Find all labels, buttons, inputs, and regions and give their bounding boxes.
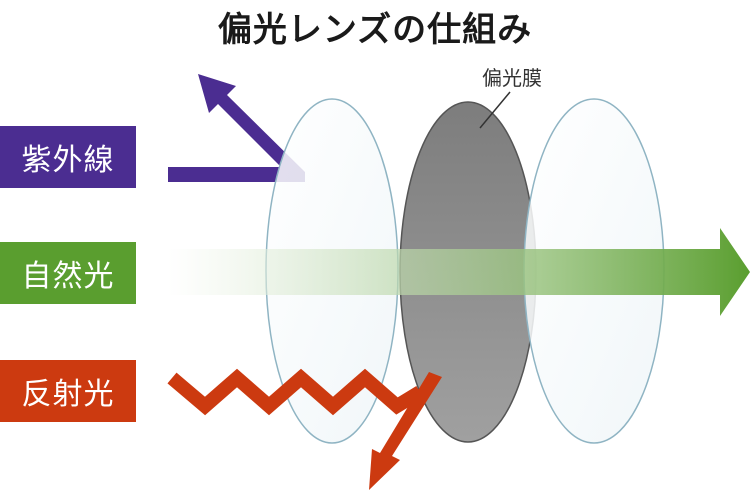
reflected-light-arrow: [369, 372, 442, 490]
membrane-leader-line: [479, 91, 511, 129]
uv-reflection-arrow: [168, 74, 305, 182]
natural-light-arrow: [168, 228, 750, 316]
natural-light-label: 自然光: [0, 242, 136, 304]
page-title: 偏光レンズの仕組み: [217, 10, 533, 50]
membrane-label: 偏光膜: [482, 66, 542, 90]
reflected-light-zigzag: [167, 368, 424, 416]
reflected-light-label: 反射光: [0, 360, 136, 422]
uv-label: 紫外線: [0, 126, 136, 188]
